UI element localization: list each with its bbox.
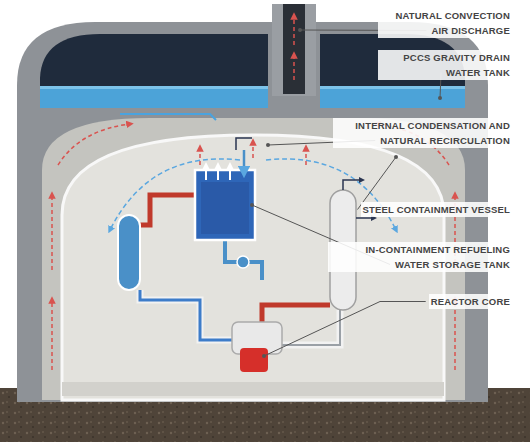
leader-dot — [250, 203, 254, 207]
callout-label: IN-CONTAINMENT REFUELING WATER STORAGE T… — [328, 242, 512, 272]
callout-label: INTERNAL CONDENSATION AND NATURAL RECIRC… — [333, 118, 512, 148]
callout-label: REACTOR CORE — [429, 294, 512, 309]
leader-line — [264, 302, 426, 357]
leader-dot — [262, 354, 266, 358]
callout-label: PCCS GRAVITY DRAIN WATER TANK — [378, 50, 512, 80]
leader-dot — [438, 96, 442, 100]
callout-label: STEEL CONTAINMENT VESSEL — [361, 202, 513, 217]
callout-label: NATURAL CONVECTION AIR DISCHARGE — [378, 8, 512, 38]
leader-dot — [298, 28, 302, 32]
leader-dot — [266, 143, 270, 147]
leader-dot — [394, 155, 398, 159]
